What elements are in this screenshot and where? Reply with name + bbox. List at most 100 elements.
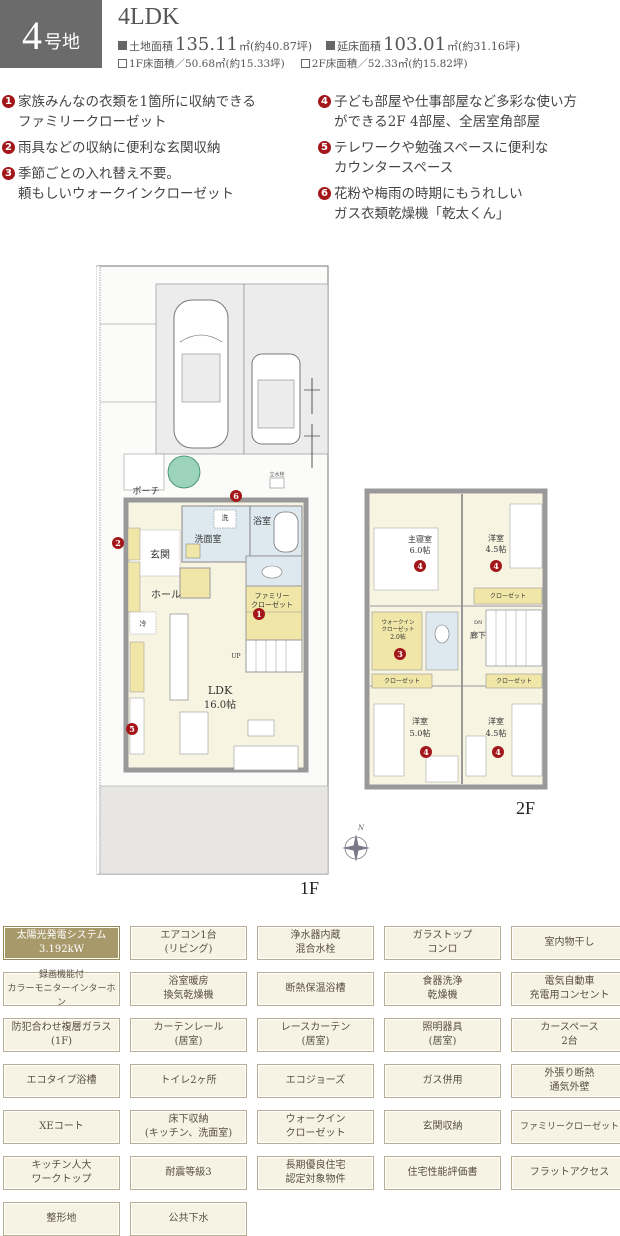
svg-text:4.5帖: 4.5帖 [486,544,507,554]
feature-tile: エコジョーズ [257,1064,374,1098]
feature-points-left: 1 家族みんなの衣類を1箇所に収納できる ファミリークローゼット 2 雨具などの… [2,92,302,210]
floor-area-value: 103.01 [383,34,447,55]
svg-text:2.0帖: 2.0帖 [390,633,406,641]
svg-text:5: 5 [129,724,135,734]
feature-points-right: 4 子ども部屋や仕事部屋など多彩な使い方 ができる2F 4部屋、全居室角部屋 5… [318,92,618,230]
svg-text:4: 4 [493,561,499,571]
marker-3: 3 [394,648,406,660]
svg-text:クローゼット: クローゼット [384,677,420,685]
svg-text:クローゼット: クローゼット [496,677,532,685]
svg-text:6.0帖: 6.0帖 [410,545,431,555]
feature-tile: 住宅性能評価書 [384,1156,501,1190]
svg-text:6: 6 [233,491,239,501]
feature-tile: 太陽光発電システム 3.192kW [3,926,120,960]
feature-tile: 室内物干し [511,926,620,960]
feature-tile: エアコン1台 (リビング) [130,926,247,960]
lot-number: 4 [22,13,42,58]
area-summary: 土地面積 135.11 ㎡ (約40.87坪) 延床面積 103.01 ㎡ (約… [118,34,520,55]
lot-suffix: 号地 [44,32,80,53]
feature-tile: XEコート [3,1110,120,1144]
svg-text:4: 4 [423,747,429,757]
number-badge: 3 [2,167,15,180]
svg-text:浴室: 浴室 [253,515,271,527]
feature-tile: 床下収納 (キッチン、洗面室) [130,1110,247,1144]
car-icon [251,353,301,445]
point-text: 花粉や梅雨の時期にもうれしい ガス衣類乾燥機「乾太くん」 [334,186,523,222]
empty-square-icon [300,59,310,68]
marker-2: 2 [112,537,124,549]
svg-text:4: 4 [417,561,423,571]
land-area-value: 135.11 [175,34,238,55]
point-text: 季節ごとの入れ替え不要。 頼もしいウォークインクローゼット [18,166,234,202]
number-badge: 4 [318,95,331,108]
svg-text:LDK: LDK [208,684,233,697]
svg-text:ファミリー: ファミリー [255,592,290,600]
point-text: 雨具などの収納に便利な玄関収納 [18,140,221,156]
land-area-unit: ㎡ [238,40,250,53]
svg-text:冷: 冷 [140,619,147,628]
floor-plan-1f: 立水栓 ポーチ 玄関 洗面室 洗 浴室 ホール ファミリー クローゼット UP … [96,265,329,875]
floor-area-breakdown: 1F床面積／50.68㎡(約15.33坪) 2F床面積／52.33㎡(約15.8… [118,56,468,71]
svg-text:5.0帖: 5.0帖 [410,728,431,738]
number-badge: 5 [318,141,331,154]
point-text: 家族みんなの衣類を1箇所に収納できる ファミリークローゼット [18,94,256,130]
point-text: テレワークや勉強スペースに便利な カウンタースペース [334,140,549,176]
svg-text:16.0帖: 16.0帖 [204,698,236,711]
svg-text:UP: UP [231,653,240,660]
svg-text:廊下: 廊下 [470,630,486,640]
svg-text:N: N [357,824,365,832]
feature-tile: 耐震等級3 [130,1156,247,1190]
feature-tile: ファミリークローゼット [511,1110,620,1144]
marker-1: 1 [253,608,265,620]
tree-icon [167,455,201,489]
feature-tile: 浄水器内蔵 混合水栓 [257,926,374,960]
svg-text:クローゼット: クローゼット [381,625,414,633]
car-icon [173,299,229,449]
filled-square-icon [326,41,336,50]
svg-text:玄関: 玄関 [150,548,170,561]
lot-number-badge: 4 号地 [0,0,102,68]
feature-tile: 防犯合わせ複層ガラス (1F) [3,1018,120,1052]
empty-square-icon [118,59,127,68]
water-tap-icon [269,477,285,489]
svg-text:洗面室: 洗面室 [194,533,221,545]
svg-text:クローゼット: クローゼット [490,592,526,600]
feature-tile: キッチン人大 ワークトップ [3,1156,120,1190]
feature-tile: 整形地 [3,1202,120,1236]
marker-5: 5 [126,723,138,735]
feature-tile: 長期優良住宅 認定対象物件 [257,1156,374,1190]
feature-tile: 断熱保温浴槽 [257,972,374,1006]
svg-text:洋室: 洋室 [412,716,428,726]
marker-4: 4 [490,560,502,572]
land-area-tsubo: (約40.87坪) [249,40,313,53]
feature-tile: フラットアクセス [511,1156,620,1190]
feature-tile: レースカーテン (居室) [257,1018,374,1052]
point-text: 子ども部屋や仕事部屋など多彩な使い方 ができる2F 4部屋、全居室角部屋 [334,94,577,130]
filled-square-icon [118,41,127,50]
svg-text:DN: DN [474,620,483,626]
floor-area-unit: ㎡ [447,40,459,53]
feature-tile: 食器洗浄 乾燥機 [384,972,501,1006]
svg-text:洋室: 洋室 [488,716,504,726]
compass-icon: N [342,824,370,862]
feature-tile: 公共下水 [130,1202,247,1236]
point-item: 5 テレワークや勉強スペースに便利な カウンタースペース [318,138,618,178]
svg-text:クローゼット: クローゼット [251,600,293,609]
point-item: 1 家族みんなの衣類を1箇所に収納できる ファミリークローゼット [2,92,302,132]
marker-4: 4 [492,746,504,758]
svg-text:立水栓: 立水栓 [269,471,284,478]
marker-4: 4 [414,560,426,572]
marker-4: 4 [420,746,432,758]
feature-tile: カースペース 2台 [511,1018,620,1052]
floor-label-2f: 2F [516,798,536,818]
number-badge: 6 [318,187,331,200]
feature-tile: 照明器具 (居室) [384,1018,501,1052]
feature-tile: エコタイプ浴槽 [3,1064,120,1098]
feature-tile: トイレ2ヶ所 [130,1064,247,1098]
svg-text:主寝室: 主寝室 [408,534,432,544]
svg-text:洋室: 洋室 [488,533,504,543]
feature-tile: ウォークイン クローゼット [257,1110,374,1144]
svg-text:洗: 洗 [222,513,229,522]
number-badge: 1 [2,95,15,108]
svg-text:1: 1 [256,609,262,619]
